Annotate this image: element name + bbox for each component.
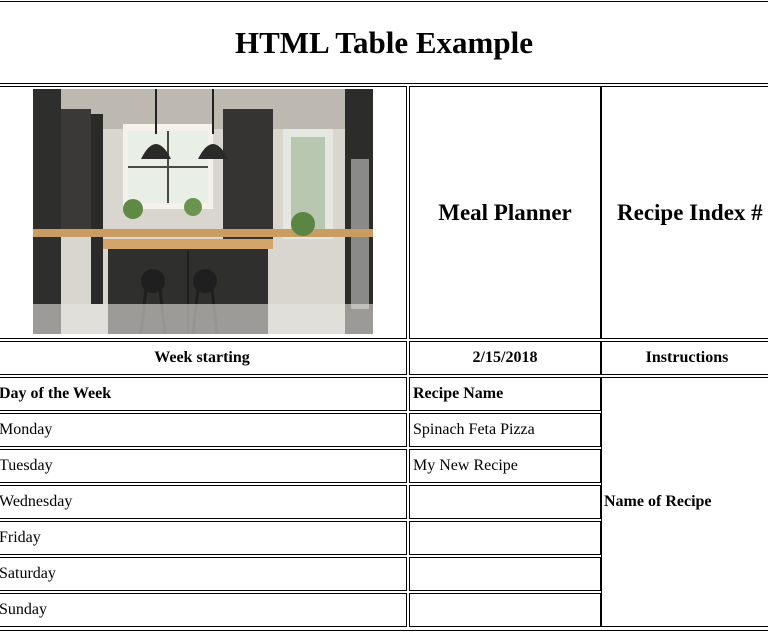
recipe-index-cell: Recipe Index # [601,86,768,339]
table-row-recipe: My New Recipe [409,449,601,483]
recipe-cell: Spinach Feta Pizza [413,421,535,438]
bottom-border [0,630,768,631]
day-cell: Tuesday [0,457,53,474]
name-of-recipe-cell: Name of Recipe [601,377,768,627]
day-cell: Monday [0,421,53,438]
day-column-label: Day of the Week [0,385,112,402]
day-cell: Friday [0,529,41,546]
kitchen-photo [33,89,373,334]
title-cell: HTML Table Example [0,1,768,84]
meal-planner-cell: Meal Planner [409,86,601,339]
day-cell: Sunday [0,601,47,618]
week-date-cell: 2/15/2018 [409,341,601,375]
recipe-cell: My New Recipe [413,457,518,474]
table-row-recipe [409,521,601,555]
week-starting-label: Week starting [154,349,250,366]
table-row-day: Monday [0,413,407,447]
table-row-recipe [409,485,601,519]
table-row-day: Sunday [0,593,407,627]
recipe-column-label: Recipe Name [413,385,504,402]
table-row-recipe: Spinach Feta Pizza [409,413,601,447]
table-row-recipe [409,593,601,627]
recipe-index-heading: Recipe Index # [617,199,763,225]
table-row-day: Friday [0,521,407,555]
name-of-recipe-label: Name of Recipe [604,493,712,510]
recipe-column-header: Recipe Name [409,377,601,411]
table-row-recipe [409,557,601,591]
table-row-day: Saturday [0,557,407,591]
instructions-label: Instructions [645,349,729,366]
image-cell [0,86,407,339]
day-column-header: Day of the Week [0,377,407,411]
week-starting-cell: Week starting [0,341,407,375]
day-cell: Wednesday [0,493,73,510]
meal-planner-heading: Meal Planner [438,199,572,225]
day-cell: Saturday [0,565,56,582]
page-title: HTML Table Example [234,24,533,60]
table-row-day: Wednesday [0,485,407,519]
instructions-cell: Instructions [601,341,768,375]
week-starting-value: 2/15/2018 [472,349,538,366]
table-row-day: Tuesday [0,449,407,483]
